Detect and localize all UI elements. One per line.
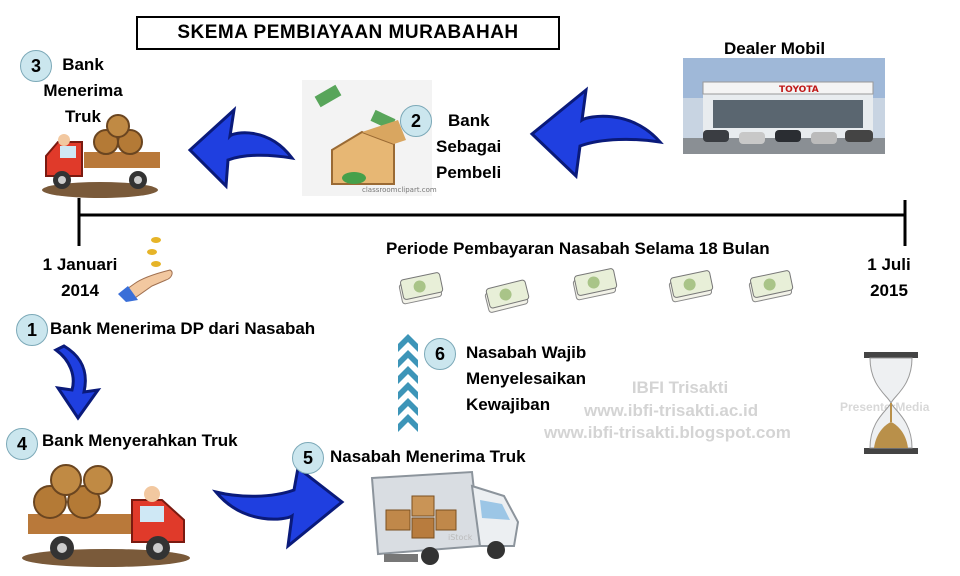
- truck-illustration-top: [42, 114, 160, 198]
- istock-watermark: iStock: [448, 533, 473, 542]
- classroomclipart-watermark: classroomclipart.com: [362, 186, 437, 194]
- watermark-url: www.ibfi-trisakti.ac.id: [584, 401, 759, 420]
- money-stack-icon: [572, 268, 618, 301]
- watermark-blog: www.ibfi-trisakti.blogspot.com: [544, 423, 791, 442]
- arrow-right-bottom: [211, 465, 345, 550]
- truck-illustration-bottom: [22, 464, 190, 567]
- hourglass-icon: [864, 352, 918, 454]
- step-3-badge: 3: [20, 50, 52, 82]
- delivery-van-illustration: iStock: [370, 470, 520, 565]
- dealer-sign: TOYOTA: [779, 85, 819, 95]
- bank-building-illustration: classroomclipart.com: [302, 80, 437, 196]
- step-4-badge: 4: [6, 428, 38, 460]
- step-1-badge: 1: [16, 314, 48, 346]
- watermark-ibfi: IBFI Trisakti: [631, 378, 729, 397]
- arrow-left-dealer: [529, 86, 664, 180]
- step-4-label: Bank Menyerahkan Truk: [42, 431, 238, 450]
- step-6-badge: 6: [424, 338, 456, 370]
- money-stacks: [398, 268, 794, 313]
- dealer-label: Dealer Mobil: [724, 39, 826, 58]
- money-stack-icon: [398, 272, 444, 305]
- money-stack-icon: [484, 279, 530, 313]
- hand-coins-icon: [118, 237, 173, 302]
- timeline: [77, 198, 907, 246]
- step-1-label: Bank Menerima DP dari Nasabah: [50, 319, 316, 338]
- chevron-up-arrows: [398, 334, 418, 432]
- watermark-presentermedia: PresenterMedia: [840, 400, 930, 414]
- arrow-down-curved: [53, 344, 102, 421]
- payment-period-label: Periode Pembayaran Nasabah Selama 18 Bul…: [386, 239, 770, 258]
- step-5-label: Nasabah Menerima Truk: [330, 447, 526, 466]
- money-stack-icon: [668, 270, 714, 303]
- money-stack-icon: [748, 270, 794, 303]
- step-5-badge: 5: [292, 442, 324, 474]
- step-2-badge: 2: [400, 105, 432, 137]
- arrow-left-top: [187, 106, 296, 190]
- diagram-title: SKEMA PEMBIAYAAN MURABAHAH: [136, 16, 560, 50]
- dealer-photo: TOYOTA: [683, 58, 885, 154]
